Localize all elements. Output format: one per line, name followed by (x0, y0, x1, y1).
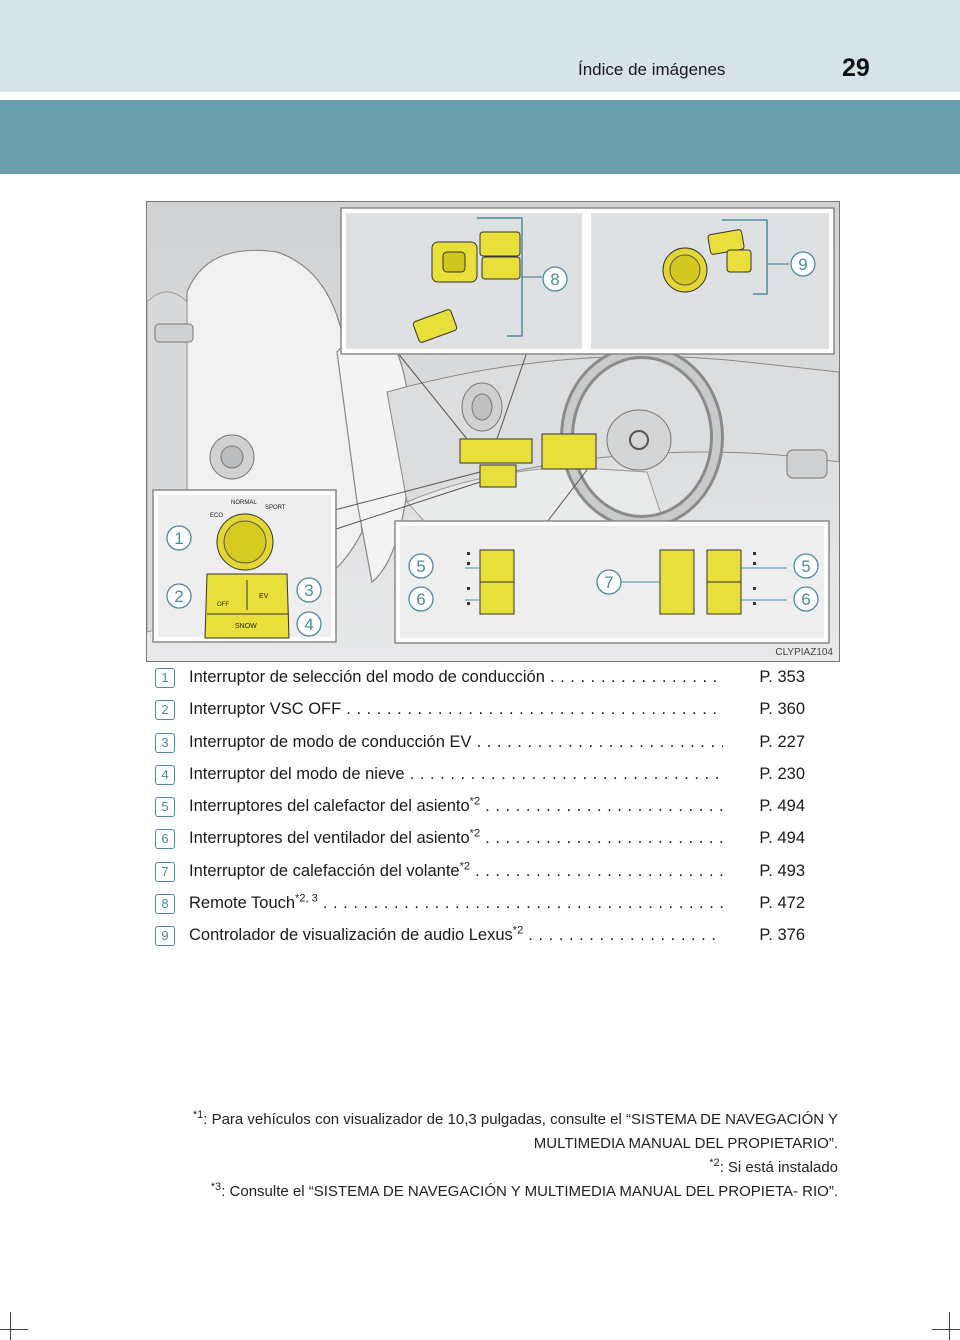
item-label: Remote Touch*2, 3 (189, 894, 723, 913)
callout-6-left: 6 (416, 590, 425, 609)
footnote-3: *3: Consulte el “SISTEMA DE NAVEGACIÓN Y… (120, 1180, 838, 1204)
cockpit-drawing: ECO NORMAL SPORT OFF EV SNOW 1 2 3 4 5 6… (147, 202, 839, 661)
crop-mark (10, 1312, 11, 1340)
callout-4: 4 (304, 615, 313, 634)
footnote-1: *1: Para vehículos con visualizador de 1… (120, 1108, 838, 1156)
section-title: Índice de imágenes (578, 60, 725, 80)
item-label: Interruptores del ventilador del asiento… (189, 829, 723, 848)
page-reference[interactable]: P. 472 (759, 894, 805, 913)
page-header: Índice de imágenes 29 (0, 0, 960, 92)
page-reference[interactable]: P. 494 (759, 797, 805, 816)
item-number: 3 (155, 733, 175, 753)
page-number: 29 (842, 54, 870, 83)
item-number: 1 (155, 668, 175, 688)
page-reference[interactable]: P. 494 (759, 829, 805, 848)
list-item: 8 Remote Touch*2, 3 P. 472 (155, 888, 805, 920)
item-label: Interruptor de calefacción del volante*2 (189, 862, 723, 881)
callout-2: 2 (174, 587, 183, 606)
item-label: Interruptor del modo de nieve (189, 765, 723, 784)
crop-mark (0, 1329, 28, 1330)
page-reference[interactable]: P. 493 (759, 862, 805, 881)
item-number: 9 (155, 926, 175, 946)
eco-label: ECO (210, 513, 223, 519)
item-number: 4 (155, 765, 175, 785)
item-number: 6 (155, 829, 175, 849)
page-reference[interactable]: P. 353 (759, 668, 805, 687)
callout-5-right: 5 (801, 557, 810, 576)
item-number: 8 (155, 894, 175, 914)
list-item: 7 Interruptor de calefacción del volante*… (155, 856, 805, 888)
callout-5-left: 5 (416, 557, 425, 576)
page-reference[interactable]: P. 230 (759, 765, 805, 784)
list-item: 4 Interruptor del modo de nieve P. 230 (155, 759, 805, 791)
list-item: 3 Interruptor de modo de conducción EV P. … (155, 727, 805, 759)
item-label: Interruptores del calefactor del asiento… (189, 797, 723, 816)
vsc-off-label: OFF (217, 602, 229, 608)
list-item: 5 Interruptores del calefactor del asient… (155, 791, 805, 823)
item-label: Interruptor de modo de conducción EV (189, 733, 723, 752)
item-number: 5 (155, 797, 175, 817)
interior-illustration: ECO NORMAL SPORT OFF EV SNOW 1 2 3 4 5 6… (146, 201, 840, 662)
snow-label: SNOW (235, 623, 257, 630)
list-item: 6 Interruptores del ventilador del asient… (155, 823, 805, 855)
footnotes: *1: Para vehículos con visualizador de 1… (120, 1108, 838, 1204)
sport-label: SPORT (265, 505, 286, 511)
callout-9: 9 (798, 255, 807, 274)
crop-mark (949, 1312, 950, 1340)
item-number: 2 (155, 700, 175, 720)
item-label: Interruptor VSC OFF (189, 700, 723, 719)
item-number: 7 (155, 862, 175, 882)
ev-mode-label: EV (259, 593, 269, 600)
header-band (0, 100, 960, 174)
callout-1: 1 (174, 529, 183, 548)
footnote-2: *2: Si está instalado (120, 1156, 838, 1180)
list-item: 9 Controlador de visualización de audio L… (155, 920, 805, 952)
page-reference[interactable]: P. 376 (759, 926, 805, 945)
list-item: 1 Interruptor de selección del modo de co… (155, 662, 805, 694)
page-reference[interactable]: P. 227 (759, 733, 805, 752)
callout-6-right: 6 (801, 590, 810, 609)
normal-label: NORMAL (231, 500, 257, 506)
callout-7: 7 (604, 573, 613, 592)
legend-list: 1 Interruptor de selección del modo de co… (155, 662, 805, 953)
list-item: 2 Interruptor VSC OFF P. 360 (155, 694, 805, 726)
callout-8: 8 (550, 270, 559, 289)
item-label: Controlador de visualización de audio Le… (189, 926, 723, 945)
page-reference[interactable]: P. 360 (759, 700, 805, 719)
figure-code: CLYPIAZ104 (775, 647, 833, 658)
crop-mark (932, 1329, 960, 1330)
callout-3: 3 (304, 581, 313, 600)
item-label: Interruptor de selección del modo de con… (189, 668, 723, 687)
